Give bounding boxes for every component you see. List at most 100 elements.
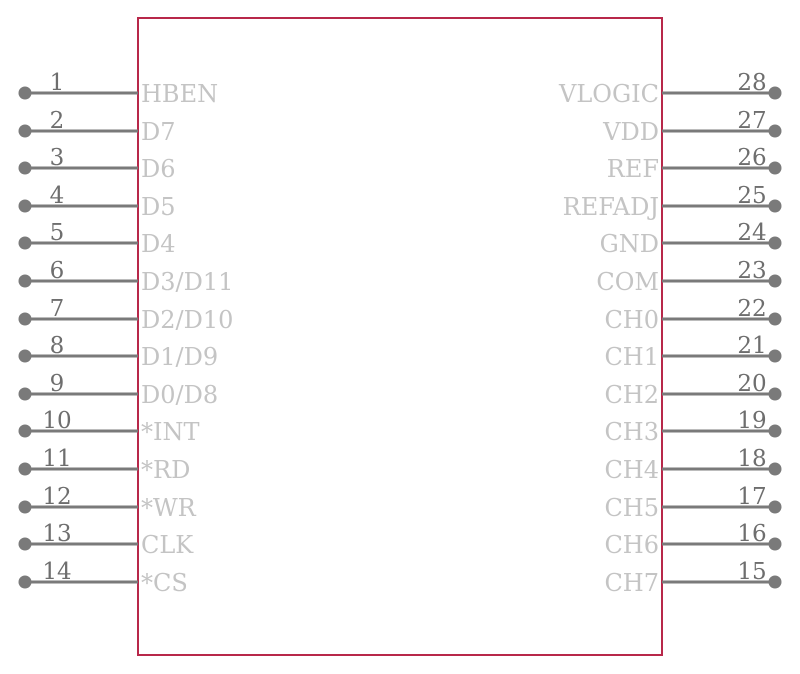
pin-label: *WR <box>141 494 197 522</box>
left-pin-3: 3 D6 <box>18 145 176 183</box>
pin-label: CH2 <box>604 381 659 409</box>
pin-label: D5 <box>141 193 176 221</box>
left-pin-12: 12 *WR <box>18 484 197 522</box>
left-pin-4: 4 D5 <box>18 183 176 221</box>
pin-endpoint-dot <box>18 349 32 363</box>
pin-label: *RD <box>141 456 190 484</box>
ic-body-outline <box>137 17 663 656</box>
left-pin-13: 13 CLK <box>18 521 194 559</box>
pin-endpoint-dot <box>768 537 782 551</box>
pin-number: 6 <box>50 258 65 284</box>
right-pin-17: 17 CH5 <box>604 484 782 522</box>
pin-label: CLK <box>141 531 194 559</box>
left-pin-10: 10*INT <box>18 408 200 446</box>
pin-number: 7 <box>50 296 65 322</box>
left-pin-9: 9 D0/D8 <box>18 371 218 409</box>
right-pin-20: 20 CH2 <box>604 371 782 409</box>
pin-endpoint-dot <box>18 312 32 326</box>
pin-number: 23 <box>737 258 766 284</box>
left-pin-7: 7 D2/D10 <box>18 296 233 334</box>
pin-label: GND <box>600 230 659 258</box>
pin-endpoint-dot <box>768 274 782 288</box>
pin-endpoint-dot <box>18 387 32 401</box>
pin-label: D1/D9 <box>141 343 218 371</box>
pin-endpoint-dot <box>768 312 782 326</box>
pin-number: 28 <box>737 70 766 96</box>
pin-number: 14 <box>42 559 71 585</box>
pin-endpoint-dot <box>18 462 32 476</box>
right-pin-28: 28 VLOGIC <box>558 70 782 108</box>
pin-label: CH0 <box>604 306 659 334</box>
pin-number: 11 <box>42 446 71 472</box>
right-pin-15: 15 CH7 <box>604 559 782 597</box>
pin-number: 19 <box>737 408 766 434</box>
pin-number: 16 <box>737 521 766 547</box>
pin-number: 4 <box>50 183 65 209</box>
pin-label: *INT <box>141 418 200 446</box>
pin-number: 1 <box>50 70 65 96</box>
pin-label: D0/D8 <box>141 381 218 409</box>
pin-endpoint-dot <box>768 575 782 589</box>
pin-endpoint-dot <box>18 199 32 213</box>
pin-label: HBEN <box>141 80 218 108</box>
pin-endpoint-dot <box>18 274 32 288</box>
pin-number: 26 <box>737 145 766 171</box>
pin-number: 15 <box>737 559 766 585</box>
pin-label: CH4 <box>604 456 659 484</box>
pin-endpoint-dot <box>18 124 32 138</box>
pin-endpoint-dot <box>18 236 32 250</box>
pin-number: 3 <box>50 145 65 171</box>
pin-endpoint-dot <box>768 199 782 213</box>
pin-label: REFADJ <box>563 193 659 221</box>
pin-number: 18 <box>737 446 766 472</box>
pin-number: 8 <box>50 333 65 359</box>
pin-number: 27 <box>737 108 766 134</box>
left-pin-1: 1 HBEN <box>18 70 218 108</box>
pin-label: REF <box>607 155 659 183</box>
pin-number: 20 <box>737 371 766 397</box>
right-pin-26: 26 REF <box>607 145 782 183</box>
right-pin-27: 27 VDD <box>602 108 782 146</box>
pin-endpoint-dot <box>18 500 32 514</box>
pin-number: 9 <box>50 371 65 397</box>
pin-number: 5 <box>50 220 65 246</box>
pin-label: CH6 <box>604 531 659 559</box>
pin-endpoint-dot <box>18 86 32 100</box>
left-pin-6: 6 D3/D11 <box>18 258 233 296</box>
right-pin-24: 24 GND <box>600 220 782 258</box>
pin-endpoint-dot <box>768 236 782 250</box>
pin-label: D3/D11 <box>141 268 233 296</box>
pin-label: D6 <box>141 155 176 183</box>
pin-endpoint-dot <box>768 387 782 401</box>
pin-number: 17 <box>737 484 766 510</box>
pin-number: 13 <box>42 521 71 547</box>
pin-label: CH5 <box>604 494 659 522</box>
pin-number: 12 <box>42 484 71 510</box>
pin-label: CH3 <box>604 418 659 446</box>
pin-label: VDD <box>602 118 659 146</box>
left-pin-14: 14 *CS <box>18 559 188 597</box>
pin-endpoint-dot <box>768 500 782 514</box>
pin-endpoint-dot <box>768 124 782 138</box>
pin-number: 21 <box>737 333 766 359</box>
pin-endpoint-dot <box>768 424 782 438</box>
pin-endpoint-dot <box>768 86 782 100</box>
pin-label: CH7 <box>604 569 659 597</box>
pin-number: 24 <box>737 220 766 246</box>
pin-label: *CS <box>141 569 188 597</box>
pin-label: D2/D10 <box>141 306 233 334</box>
pin-number: 2 <box>50 108 65 134</box>
pin-endpoint-dot <box>18 161 32 175</box>
right-pin-18: 18 CH4 <box>604 446 782 484</box>
pin-endpoint-dot <box>18 537 32 551</box>
pin-label: VLOGIC <box>558 80 659 108</box>
left-pin-11: 11 *RD <box>18 446 190 484</box>
